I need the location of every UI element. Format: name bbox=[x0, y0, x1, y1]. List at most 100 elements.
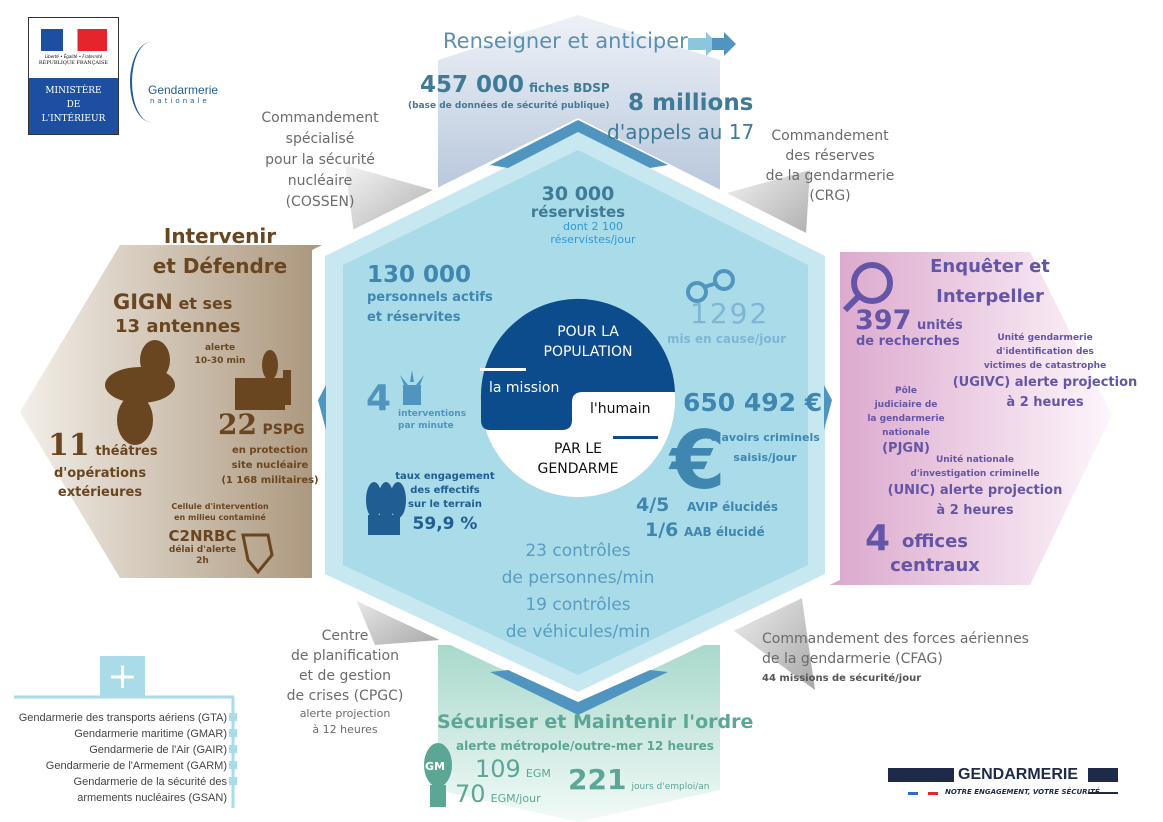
gendarmerie-sub: nationale bbox=[150, 97, 210, 105]
cossen-line: nucléaire bbox=[287, 173, 353, 189]
unic-alert: (UNIC) alerte projection bbox=[887, 483, 1063, 498]
egm-daily-label: EGM/jour bbox=[490, 792, 541, 805]
engagement-line: taux engagement bbox=[395, 471, 495, 482]
brand-dash-red bbox=[928, 792, 938, 795]
controls-line: 19 contrôles bbox=[525, 595, 631, 615]
circle-top-line: POUR LA bbox=[557, 324, 619, 340]
personnel-value: 130 000 bbox=[367, 262, 472, 288]
handcuffs-icon bbox=[686, 269, 735, 303]
ugivc-alert: à 2 heures bbox=[1006, 395, 1084, 410]
enqueter-title-line: Interpeller bbox=[936, 286, 1044, 307]
days-value: 221 bbox=[568, 763, 627, 796]
reservists-stat: 30 000 réservistes dont 2 100 réserviste… bbox=[478, 184, 678, 246]
euro-icon: € bbox=[668, 414, 726, 507]
gign-soldiers-icon bbox=[105, 340, 175, 445]
crg-line: Commandement bbox=[771, 128, 889, 144]
interventions-label: interventions par minute bbox=[398, 408, 466, 432]
theatres-desc-line: extérieures bbox=[57, 485, 143, 500]
unic-alert: à 2 heures bbox=[936, 503, 1014, 518]
top-chevron bbox=[490, 120, 668, 168]
cfag-missions: 44 missions de sécurité/jour bbox=[762, 673, 922, 684]
circle-divider-left bbox=[480, 368, 526, 371]
hazmat-mask-icon bbox=[241, 533, 274, 575]
specialized-item: Gendarmerie de l'Air (GAIR) bbox=[89, 744, 227, 756]
ministry-motto: Liberté • Égalité • Fraternité bbox=[44, 54, 103, 59]
personnel-label: personnels actifs bbox=[367, 290, 493, 305]
interventions-value: 4 bbox=[366, 378, 392, 419]
renseigner-panel bbox=[438, 15, 720, 195]
pjgn-line: nationale bbox=[882, 428, 930, 438]
suspects-value: 1292 bbox=[690, 297, 770, 330]
offices-label: offices centraux bbox=[890, 530, 980, 578]
controls-line: de véhicules/min bbox=[505, 622, 651, 642]
ministry-line: L'INTÉRIEUR bbox=[41, 114, 106, 124]
cpgc-line: de crises (CPGC) bbox=[286, 688, 404, 704]
avip-value: 4/5 bbox=[636, 494, 670, 516]
pspg-desc-line: (1 168 militaires) bbox=[221, 475, 319, 486]
brand-bar-left bbox=[888, 768, 954, 782]
bdsp-label: fiches BDSP bbox=[529, 81, 610, 95]
securiser-alert: alerte métropole/outre-mer 12 heures bbox=[456, 739, 714, 753]
personnel-label: et réservites bbox=[367, 310, 461, 325]
brand-tagline: NOTRE ENGAGEMENT, VOTRE SÉCURITÉ bbox=[945, 788, 1100, 796]
interventions-line: interventions bbox=[398, 409, 467, 419]
egm-value: 109 bbox=[475, 755, 521, 783]
days-stat: 221 jours d'emploi/an bbox=[568, 763, 709, 796]
c2nrbc-label: C2NRBC bbox=[168, 527, 237, 545]
pspg-desc-line: en protection bbox=[231, 445, 309, 456]
circle-bottom-line: GENDARME bbox=[537, 461, 619, 477]
ministry-logo: Liberté • Égalité • Fraternité RÉPUBLIQU… bbox=[28, 17, 119, 135]
specialized-item: Gendarmerie de l'Armement (GARM) bbox=[45, 760, 227, 772]
pjgn-line: judiciaire de bbox=[874, 400, 938, 410]
center-mission-shape bbox=[480, 298, 675, 430]
cell-desc-line: en milieu contaminé bbox=[174, 513, 266, 522]
cossen-line: spécialisé bbox=[285, 131, 355, 147]
circle-divider-right bbox=[613, 436, 658, 439]
left-arrow bbox=[318, 385, 326, 430]
enqueter-title-line: Enquêter et bbox=[930, 256, 1050, 277]
intervenir-title: Intervenir et Défendre bbox=[140, 221, 300, 281]
suspects-label: mis en cause/jour bbox=[667, 332, 787, 346]
brand-dash-blue bbox=[908, 792, 918, 795]
crg-line: des réserves bbox=[785, 148, 875, 164]
cpgc-alert-line: à 12 heures bbox=[312, 723, 378, 736]
aab-value: 1/6 bbox=[645, 519, 679, 541]
brand-bar-right bbox=[1088, 768, 1118, 782]
reservists-value: 30 000 bbox=[541, 183, 615, 205]
egm-stat: 109 EGM bbox=[475, 755, 551, 783]
ugivc-line: Unité gendarmerie bbox=[997, 333, 1093, 343]
controls-line: de personnes/min bbox=[501, 568, 655, 588]
interventions-line: par minute bbox=[398, 421, 454, 431]
cossen-text: Commandement spécialisé pour la sécurité… bbox=[245, 108, 395, 213]
intervenir-panel bbox=[20, 245, 345, 578]
controls-stat: 23 contrôles de personnes/min 19 contrôl… bbox=[468, 538, 688, 646]
pspg-stat: 22 PSPG bbox=[218, 408, 305, 441]
cfag-line: Commandement des forces aériennes bbox=[762, 631, 1029, 647]
ministry-line: MINISTÈRE bbox=[45, 86, 102, 96]
logo-arc bbox=[130, 42, 172, 122]
gign-heading: GIGN et ses bbox=[113, 290, 232, 314]
pspg-label: PSPG bbox=[262, 422, 305, 438]
offices-line: centraux bbox=[890, 555, 980, 576]
circle-bottom-line: PAR LE bbox=[554, 441, 602, 457]
cossen-line: Commandement bbox=[261, 110, 379, 126]
pspg-desc-line: site nucléaire bbox=[231, 460, 309, 471]
specialized-markers bbox=[229, 713, 237, 785]
circle-human: l'humain bbox=[590, 401, 651, 417]
units-label: unités bbox=[916, 318, 963, 333]
circle-top-text: POUR LA POPULATION bbox=[508, 322, 668, 362]
aab-stat: 1/6 AAB élucidé bbox=[645, 519, 765, 541]
assets-value: 650 492 € bbox=[683, 388, 823, 417]
plus-icon: + bbox=[100, 656, 145, 698]
gign-alert-line: 10-30 min bbox=[194, 356, 246, 366]
theatres-label: théâtres bbox=[95, 444, 158, 459]
cpgc-line: Centre bbox=[321, 628, 369, 644]
engagement-value: 59,9 % bbox=[412, 514, 478, 534]
gendarmerie-word: Gendarmerie bbox=[148, 83, 219, 97]
personnel-stat: 130 000 personnels actifs et réservites bbox=[367, 262, 493, 328]
days-label: jours d'emploi/an bbox=[631, 782, 710, 792]
brand-name: GENDARMERIE bbox=[958, 766, 1079, 783]
crg-line: (CRG) bbox=[809, 188, 851, 204]
renseigner-title: Renseigner et anticiper bbox=[443, 29, 688, 53]
engagement-stat: taux engagement des effectifs sur le ter… bbox=[390, 470, 500, 536]
